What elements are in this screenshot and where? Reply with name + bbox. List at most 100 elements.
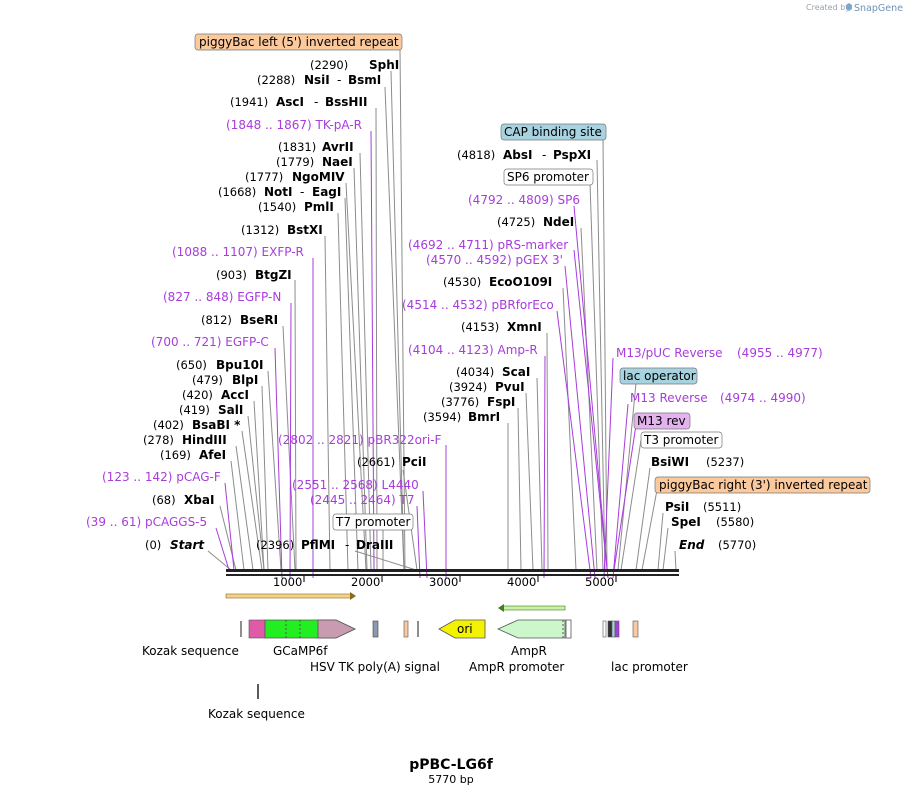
feature-label-kozak-2: Kozak sequence <box>208 707 305 721</box>
svg-text:EagI: EagI <box>312 185 341 199</box>
credit-app: SnapGene <box>854 3 903 14</box>
primer-m13-puc-reverse: M13/pUC Reverse (4955 .. 4977) <box>616 346 823 360</box>
svg-text:(4974 .. 4990): (4974 .. 4990) <box>720 391 806 405</box>
site-asci-bsshii: (1941) AscI - BssHII <box>230 95 367 109</box>
svg-text:-: - <box>300 185 304 199</box>
svg-text:SpeI: SpeI <box>671 515 701 529</box>
svg-text:(0): (0) <box>145 538 161 552</box>
svg-text:(903): (903) <box>216 268 247 282</box>
site-avrii: (1831) AvrII <box>278 140 354 154</box>
label-sp6-promoter: SP6 promoter <box>503 168 594 186</box>
svg-text:NsiI: NsiI <box>304 73 330 87</box>
svg-text:NaeI: NaeI <box>322 155 353 169</box>
sequence-backbone <box>226 569 679 582</box>
feature-label-kozak: Kozak sequence <box>142 644 239 658</box>
svg-text:(1312): (1312) <box>241 223 279 237</box>
feature-ori: ori <box>438 619 486 639</box>
svg-text:M13/pUC Reverse: M13/pUC Reverse <box>616 346 723 360</box>
site-absi-pspxi: (4818) AbsI - PspXI <box>457 148 591 162</box>
label-piggybac-right: piggyBac right (3') inverted repeat <box>654 476 871 494</box>
primer-t7: (2445 .. 2464) T7 <box>310 493 414 507</box>
site-bstxi: (1312) BstXI <box>241 223 323 237</box>
site-xbai: (68) XbaI <box>152 493 214 507</box>
svg-text:BseRI: BseRI <box>240 313 278 327</box>
svg-text:(169): (169) <box>160 448 191 462</box>
svg-text:piggyBac right (3') inverted r: piggyBac right (3') inverted repeat <box>659 478 868 492</box>
svg-text:ori: ori <box>457 622 473 636</box>
tick-label: 2000 <box>351 575 380 589</box>
site-btgzi: (903) BtgZI <box>216 268 292 282</box>
svg-text:AccI: AccI <box>221 388 249 402</box>
svg-text:(812): (812) <box>201 313 232 327</box>
svg-text:(1831): (1831) <box>278 140 316 154</box>
svg-text:NotI: NotI <box>264 185 293 199</box>
svg-text:PvuI: PvuI <box>495 380 525 394</box>
svg-text:PspXI: PspXI <box>553 148 591 162</box>
primer-exfp-r: (1088 .. 1107) EXFP-R <box>172 245 304 259</box>
site-bseri: (812) BseRI <box>201 313 278 327</box>
svg-text:(5237): (5237) <box>706 455 744 469</box>
site-start: (0) Start <box>145 538 205 552</box>
label-lac-operator: lac operator <box>619 367 698 385</box>
svg-text:(1540): (1540) <box>258 200 296 214</box>
primer-tk-pa-r: (1848 .. 1867) TK-pA-R <box>226 118 362 132</box>
svg-text:(4955 .. 4977): (4955 .. 4977) <box>737 346 823 360</box>
svg-text:FspI: FspI <box>487 395 515 409</box>
svg-text:(5580): (5580) <box>716 515 754 529</box>
svg-text:NdeI: NdeI <box>543 215 574 229</box>
feature-lac-promoter <box>607 620 613 638</box>
feature-label-hsv-tk: HSV TK poly(A) signal <box>310 660 440 674</box>
svg-text:EcoO109I: EcoO109I <box>489 275 552 289</box>
svg-text:BlpI: BlpI <box>232 373 258 387</box>
svg-text:(1777): (1777) <box>245 170 283 184</box>
site-bsiwi: BsiWI (5237) <box>651 455 744 469</box>
svg-text:M13 rev: M13 rev <box>637 414 686 428</box>
svg-text:BsiWI: BsiWI <box>651 455 689 469</box>
svg-text:(650): (650) <box>176 358 207 372</box>
primer-pcag-f: (123 .. 142) pCAG-F <box>102 470 221 484</box>
svg-text:SalI: SalI <box>218 403 243 417</box>
svg-text:(3594): (3594) <box>423 410 461 424</box>
svg-text:T3 promoter: T3 promoter <box>643 433 719 447</box>
site-pflmi-draiii: (2396) PflMI - DraIII <box>256 538 393 552</box>
svg-text:BssHII: BssHII <box>325 95 367 109</box>
svg-text:(4725): (4725) <box>497 215 535 229</box>
svg-text:-: - <box>337 73 341 87</box>
svg-text:(2288): (2288) <box>257 73 295 87</box>
site-ndei: (4725) NdeI <box>497 215 574 229</box>
primer-sp6: (4792 .. 4809) SP6 <box>468 193 580 207</box>
label-t3-promoter: T3 promoter <box>640 431 723 449</box>
svg-text:lac operator: lac operator <box>623 369 696 383</box>
svg-text:(420): (420) <box>182 388 213 402</box>
site-bsabi: (402) BsaBI * <box>153 418 241 432</box>
svg-text:(402): (402) <box>153 418 184 432</box>
feature-ampr <box>497 619 572 639</box>
feature-gcamp6f <box>248 619 356 639</box>
primer-connector-lines <box>215 130 637 579</box>
label-t7-promoter: T7 promoter <box>332 513 414 531</box>
svg-text:(68): (68) <box>152 493 176 507</box>
svg-text:-: - <box>314 95 318 109</box>
tick-label: 1000 <box>273 575 302 589</box>
tick-label: 3000 <box>429 575 458 589</box>
svg-text:PciI: PciI <box>402 455 427 469</box>
plasmid-length: 5770 bp <box>428 773 473 786</box>
svg-text:BsaBI *: BsaBI * <box>192 418 241 432</box>
site-xmni: (4153) XmnI <box>461 320 542 334</box>
svg-text:PsiI: PsiI <box>665 500 689 514</box>
svg-text:-: - <box>345 538 349 552</box>
site-pcii: (2661) PciI <box>357 455 427 469</box>
primer-pbr322ori-f: (2802 .. 2821) pBR322ori-F <box>278 433 442 447</box>
svg-text:Start: Start <box>170 538 205 552</box>
svg-text:(1779): (1779) <box>276 155 314 169</box>
svg-text:AfeI: AfeI <box>199 448 226 462</box>
site-pmli: (1540) PmlI <box>258 200 334 214</box>
label-piggybac-left: piggyBac left (5') inverted repeat <box>194 33 403 51</box>
svg-text:(5511): (5511) <box>703 500 741 514</box>
svg-text:(3924): (3924) <box>449 380 487 394</box>
svg-text:End: End <box>679 538 705 552</box>
svg-text:AvrII: AvrII <box>322 140 354 154</box>
site-ngomiv: (1777) NgoMIV <box>245 170 345 184</box>
primer-egfp-n: (827 .. 848) EGFP-N <box>163 290 281 304</box>
svg-text:(4153): (4153) <box>461 320 499 334</box>
